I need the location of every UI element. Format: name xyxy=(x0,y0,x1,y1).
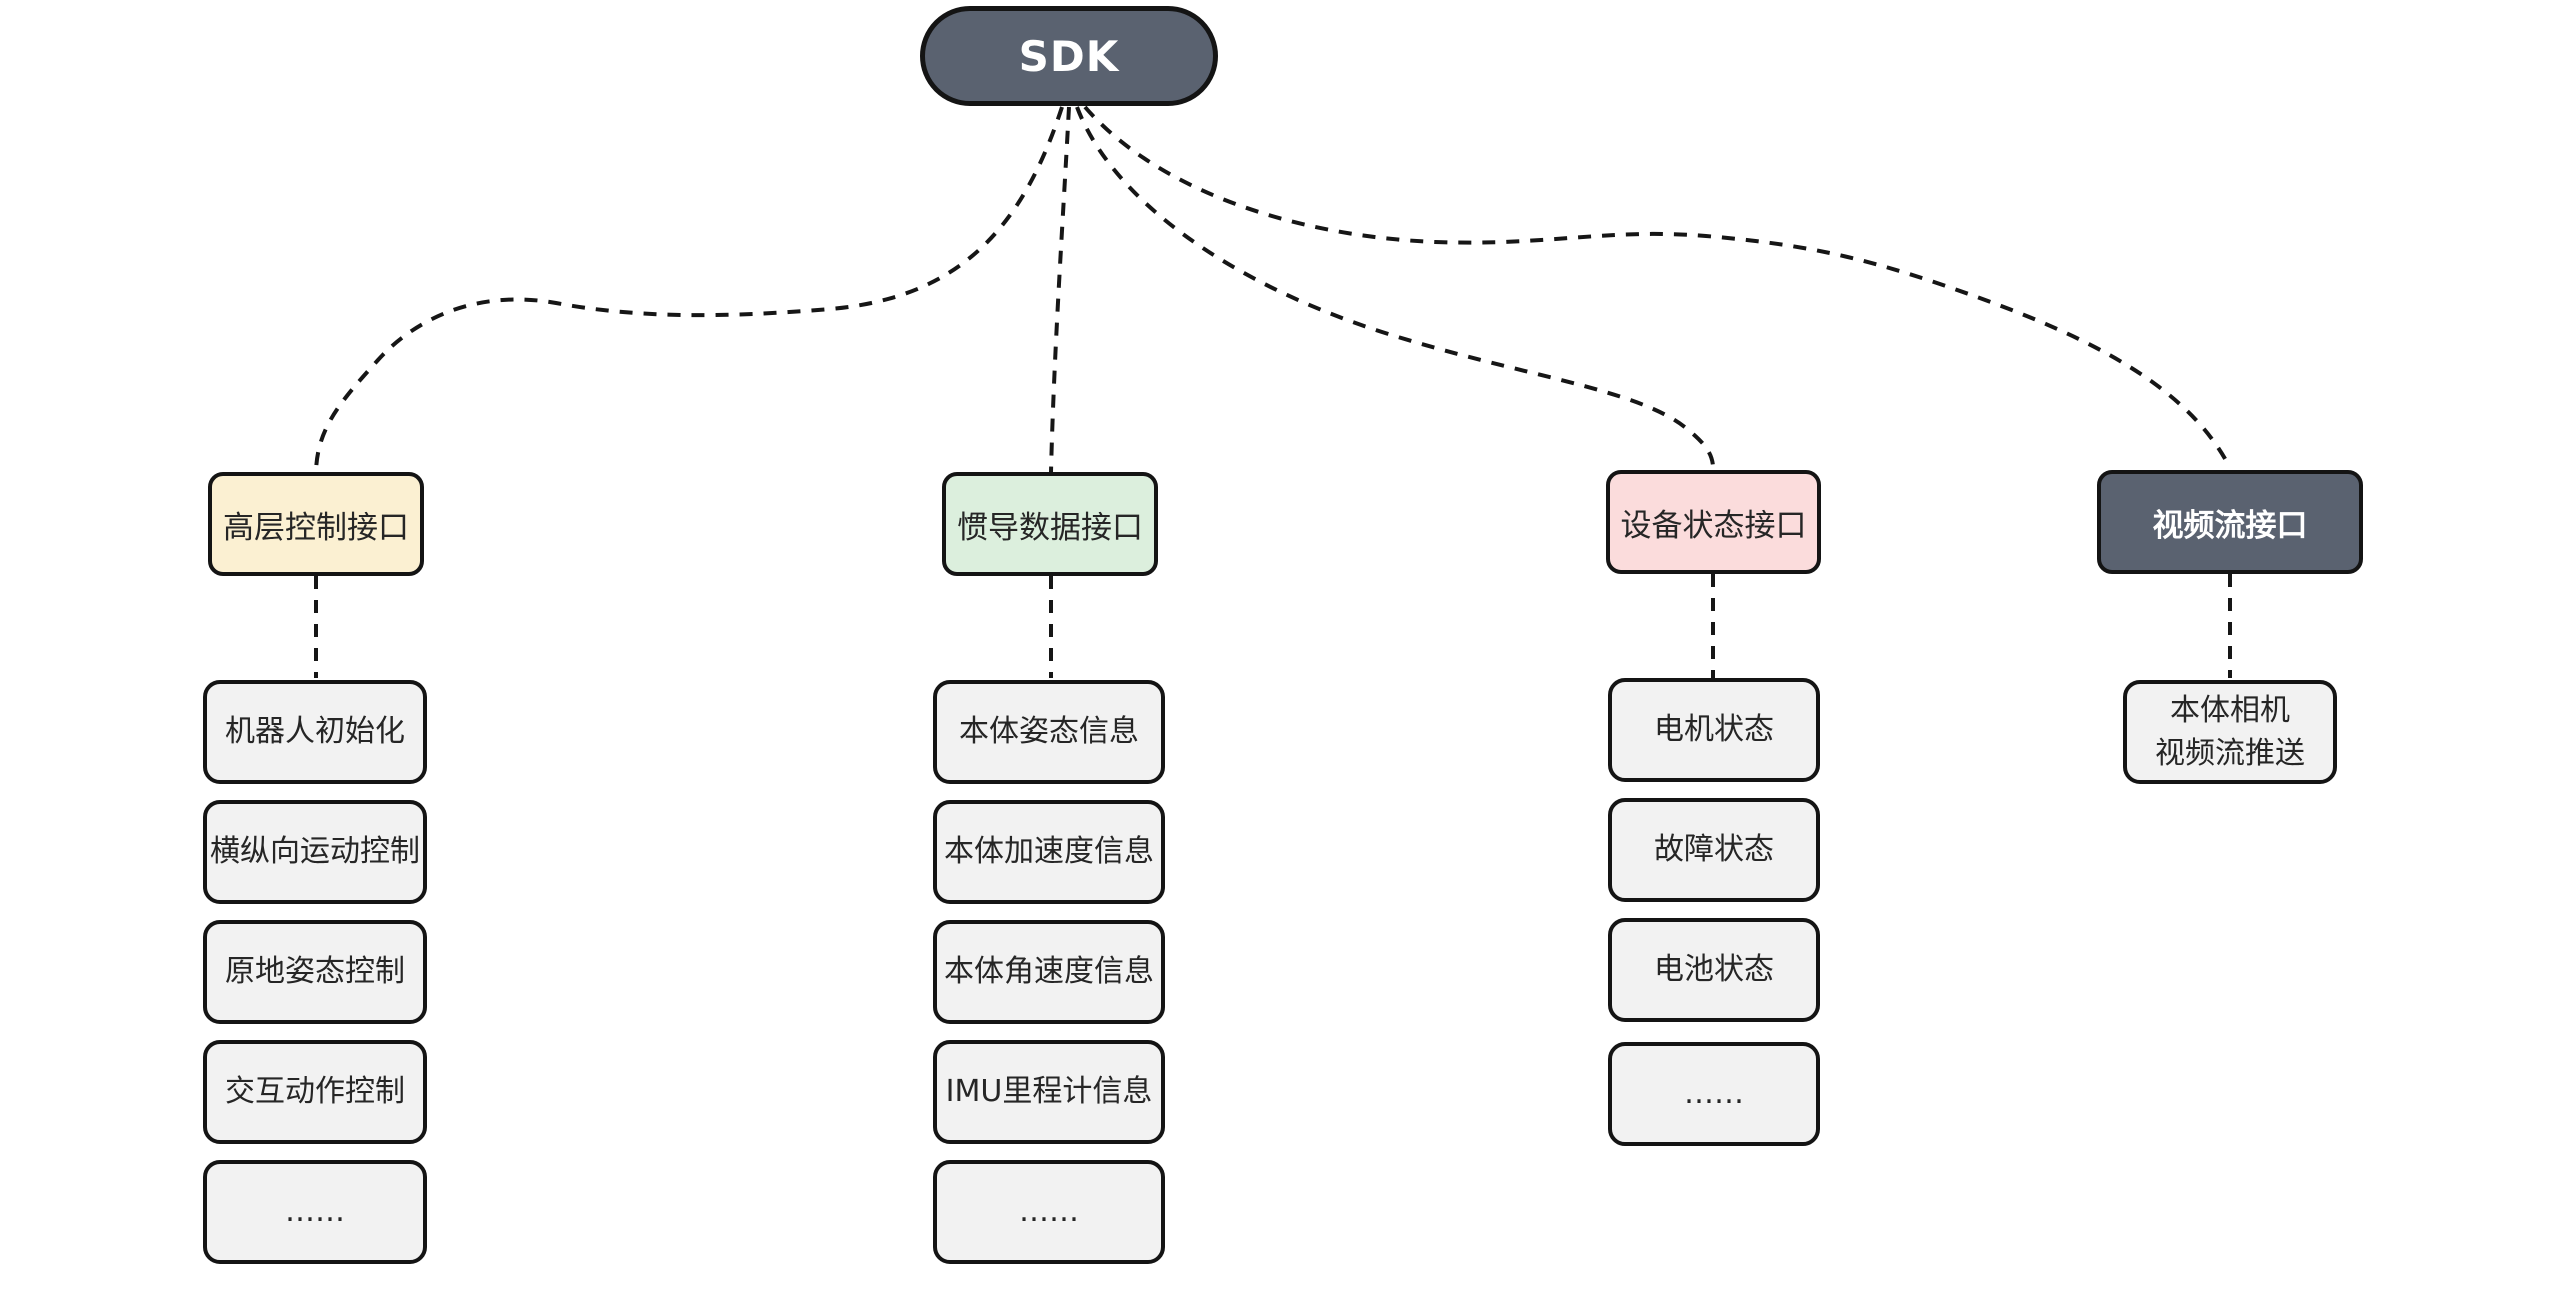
child-more-ellipsis: …… xyxy=(933,1160,1165,1264)
edge-sdk-to-ins-data xyxy=(1049,106,1071,473)
child-label: 电机状态 xyxy=(1654,712,1774,748)
child-label: 本体相机 视频流推送 xyxy=(2155,692,2305,772)
child-more-ellipsis: …… xyxy=(1608,1042,1820,1146)
child-label: 机器人初始化 xyxy=(225,714,405,750)
child-interactive-action-control: 交互动作控制 xyxy=(203,1040,427,1144)
child-label: 横纵向运动控制 xyxy=(210,834,420,870)
category-label: 惯导数据接口 xyxy=(957,509,1143,546)
child-in-place-posture-control: 原地姿态控制 xyxy=(203,920,427,1024)
child-label: …… xyxy=(285,1194,345,1230)
category-high-level-control: 高层控制接口 xyxy=(208,472,424,576)
category-device-status: 设备状态接口 xyxy=(1606,470,1821,574)
child-label: 电池状态 xyxy=(1654,952,1774,988)
edge-sdk-to-device-status xyxy=(1075,106,1715,467)
child-label: …… xyxy=(1019,1194,1079,1230)
child-fault-status: 故障状态 xyxy=(1608,798,1820,902)
child-robot-init: 机器人初始化 xyxy=(203,680,427,784)
child-label: 原地姿态控制 xyxy=(225,954,405,990)
child-body-acceleration-info: 本体加速度信息 xyxy=(933,800,1165,904)
edge-sdk-to-video-stream xyxy=(1083,105,2231,467)
edge-sdk-to-high-level-control xyxy=(314,106,1064,473)
child-lateral-longitudinal-motion-control: 横纵向运动控制 xyxy=(203,800,427,904)
child-label: 故障状态 xyxy=(1654,832,1774,868)
category-label: 设备状态接口 xyxy=(1620,507,1807,544)
child-body-camera-video-stream-push: 本体相机 视频流推送 xyxy=(2123,680,2337,784)
category-video-stream: 视频流接口 xyxy=(2097,470,2363,574)
child-label: 本体角速度信息 xyxy=(944,954,1154,990)
child-label: 本体姿态信息 xyxy=(959,714,1139,750)
child-more-ellipsis: …… xyxy=(203,1160,427,1264)
category-label: 视频流接口 xyxy=(2152,507,2308,544)
sdk-root-node: SDK xyxy=(920,6,1218,106)
child-label: …… xyxy=(1684,1076,1744,1112)
child-body-posture-info: 本体姿态信息 xyxy=(933,680,1165,784)
sdk-root-label: SDK xyxy=(1018,31,1120,81)
category-label: 高层控制接口 xyxy=(223,509,409,546)
child-label: IMU里程计信息 xyxy=(945,1074,1153,1110)
child-imu-odometry-info: IMU里程计信息 xyxy=(933,1040,1165,1144)
child-label: 本体加速度信息 xyxy=(944,834,1154,870)
child-label: 交互动作控制 xyxy=(225,1074,405,1110)
child-motor-status: 电机状态 xyxy=(1608,678,1820,782)
category-ins-data: 惯导数据接口 xyxy=(942,472,1158,576)
child-body-angular-velocity-info: 本体角速度信息 xyxy=(933,920,1165,1024)
child-battery-status: 电池状态 xyxy=(1608,918,1820,1022)
